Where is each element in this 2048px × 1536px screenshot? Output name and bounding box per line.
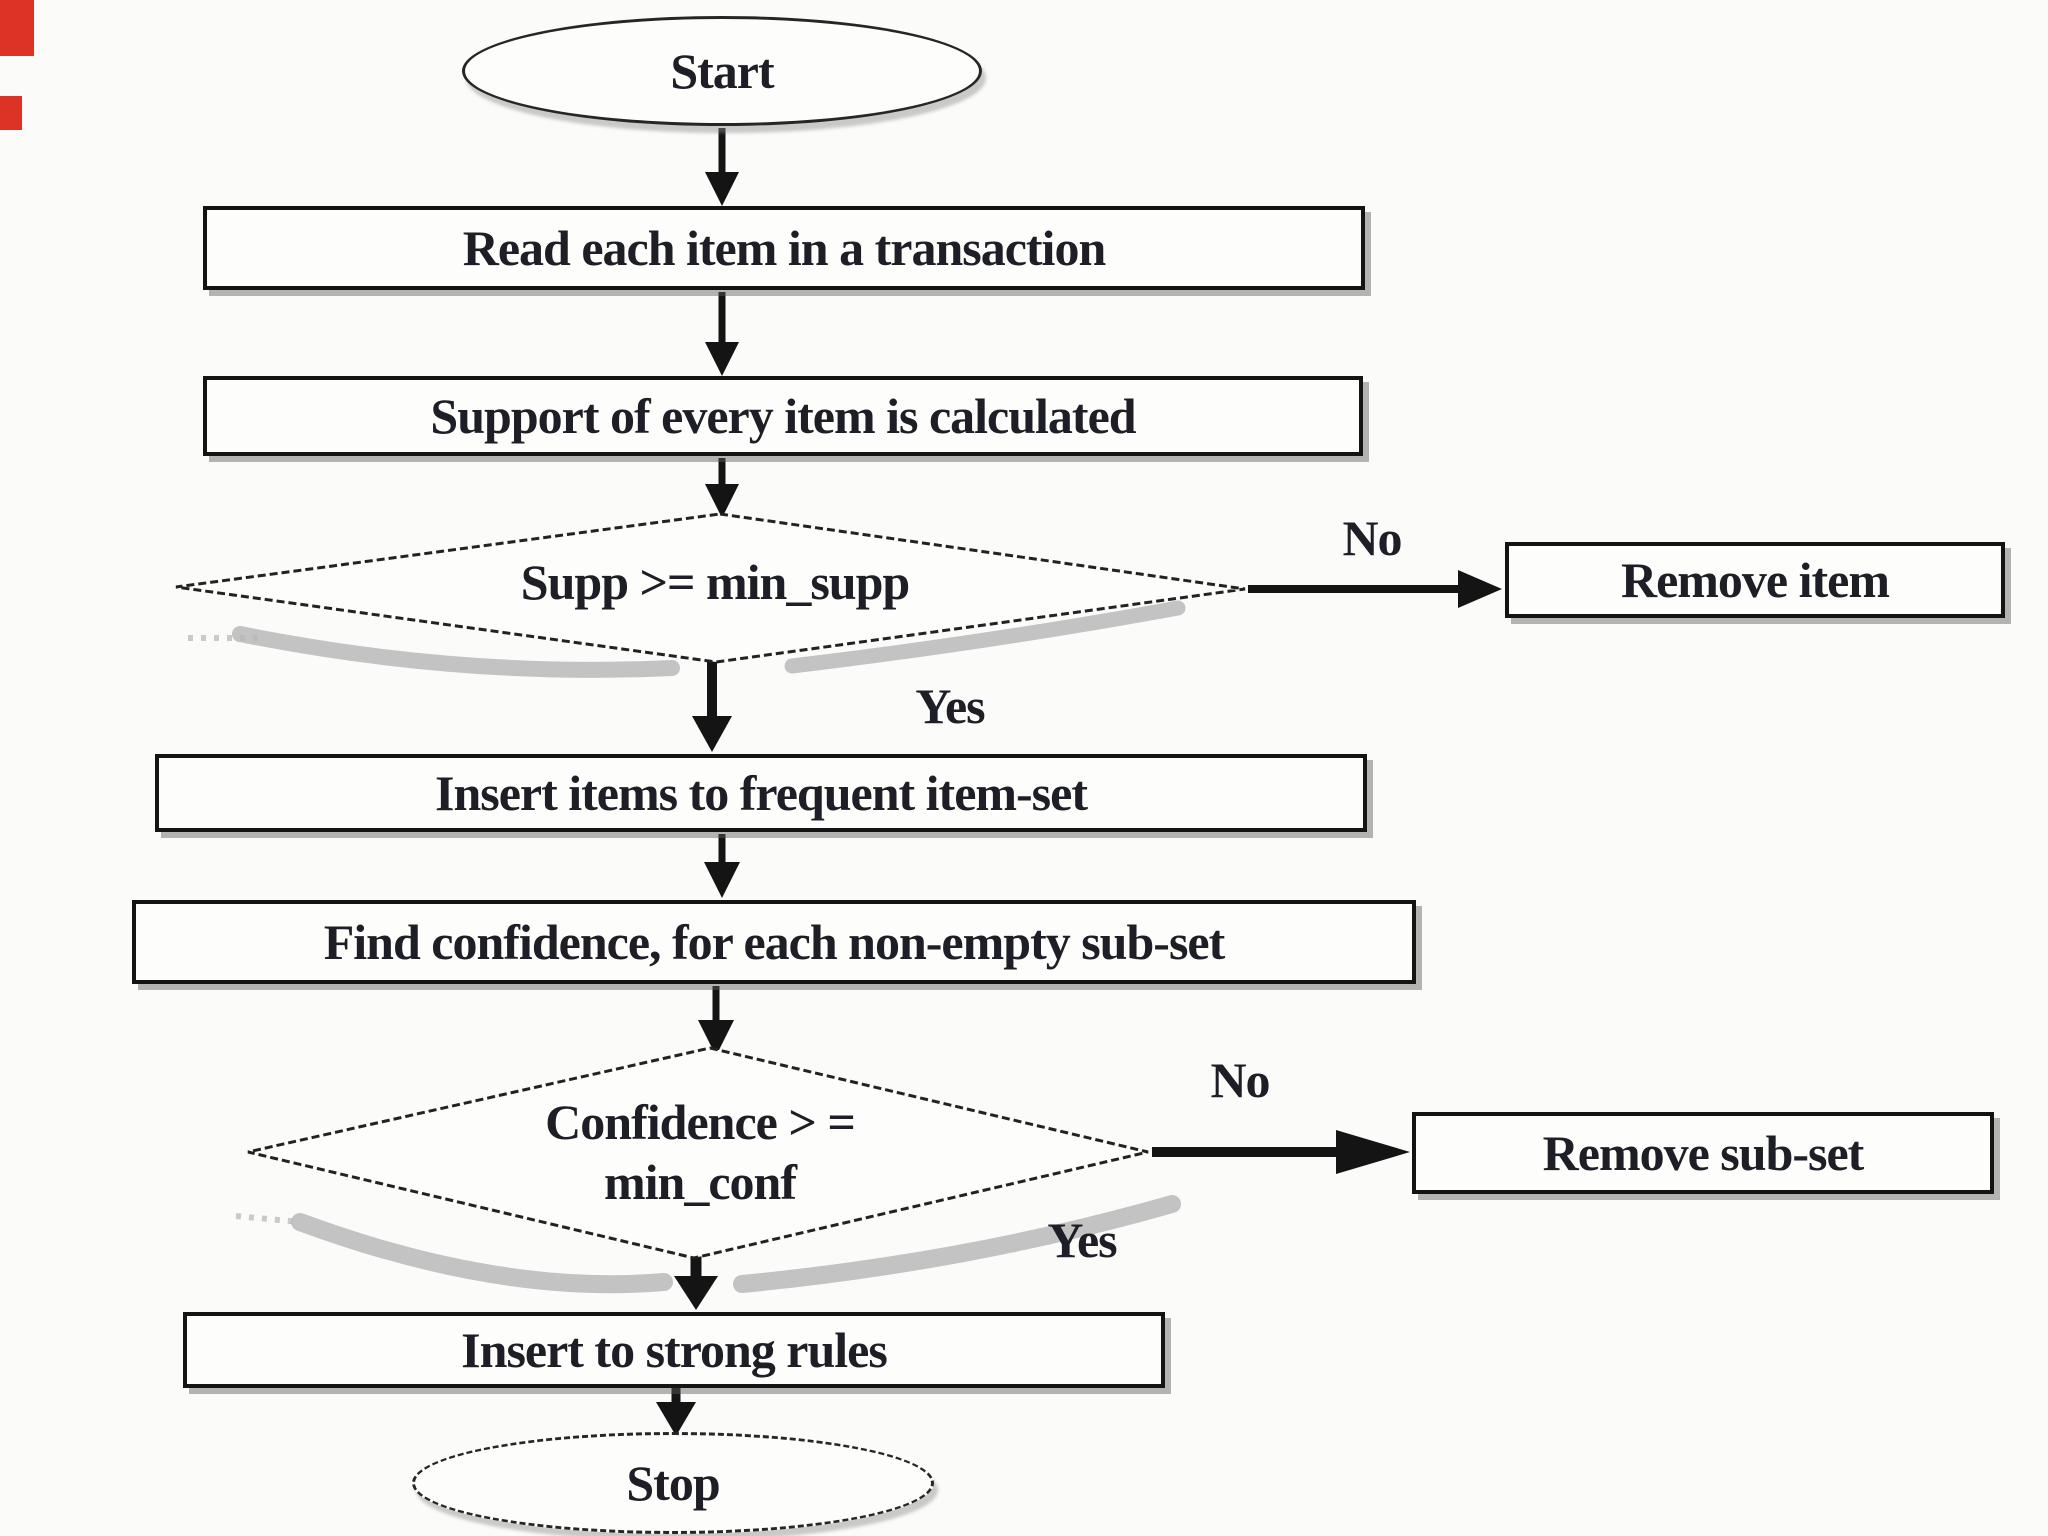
find-confidence-label: Find confidence, for each non-empty sub-… <box>323 914 1226 970</box>
insert-frequent-node: Insert items to frequent item-set <box>155 754 1367 832</box>
read-items-label: Read each item in a transaction <box>462 220 1107 276</box>
stop-node: Stop <box>412 1432 934 1534</box>
arrow-read-to-support <box>705 292 739 376</box>
conf-decision-diamond <box>247 1046 1149 1260</box>
arrow-conf-no-to-remove-subset <box>1152 1130 1410 1174</box>
supp-yes-label: Yes <box>915 678 985 734</box>
conf-decision-label-line1: Confidence > = <box>545 1094 856 1150</box>
find-confidence-node: Find confidence, for each non-empty sub-… <box>132 900 1416 984</box>
supp-no-label: No <box>1342 510 1402 566</box>
red-corner-mark-small <box>0 96 22 130</box>
conf-yes-label: Yes <box>1047 1212 1117 1268</box>
calc-support-label: Support of every item is calculated <box>430 388 1136 444</box>
calc-support-node: Support of every item is calculated <box>203 376 1363 456</box>
start-label: Start <box>670 43 774 99</box>
stop-label: Stop <box>626 1455 720 1511</box>
arrow-insert-strong-to-stop <box>656 1388 696 1436</box>
arrow-supp-no-to-remove-item <box>1248 570 1502 608</box>
supp-decision-label: Supp >= min_supp <box>520 554 910 610</box>
arrow-find-confidence-to-conf-decision <box>698 986 734 1056</box>
conf-no-label: No <box>1210 1052 1270 1108</box>
read-items-node: Read each item in a transaction <box>203 206 1365 290</box>
start-node: Start <box>462 16 982 126</box>
arrow-support-to-supp-decision <box>705 458 739 518</box>
decision-shadow-scribbles <box>188 600 1186 1294</box>
remove-subset-label: Remove sub-set <box>1542 1125 1865 1181</box>
remove-item-label: Remove item <box>1620 552 1890 608</box>
supp-decision-diamond <box>175 512 1246 664</box>
arrow-supp-yes-to-insert-frequent <box>692 660 732 752</box>
conf-decision-label-line2: min_conf <box>604 1154 797 1210</box>
remove-item-node: Remove item <box>1505 542 2005 618</box>
insert-strong-label: Insert to strong rules <box>461 1322 888 1378</box>
arrow-conf-yes-to-insert-strong <box>674 1256 718 1310</box>
conf-decision-label: Confidence > = min_conf <box>440 1092 960 1212</box>
arrow-insert-frequent-to-find-confidence <box>704 834 740 898</box>
red-corner-mark <box>0 0 34 56</box>
remove-subset-node: Remove sub-set <box>1412 1112 1994 1194</box>
insert-frequent-label: Insert items to frequent item-set <box>435 765 1088 821</box>
insert-strong-node: Insert to strong rules <box>183 1312 1165 1388</box>
arrow-start-to-read <box>705 128 739 206</box>
